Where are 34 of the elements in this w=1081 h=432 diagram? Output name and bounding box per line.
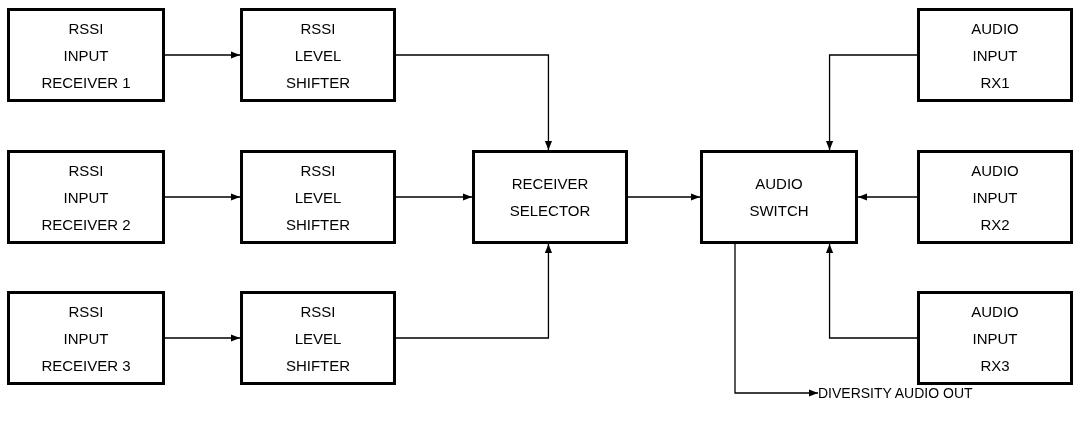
arrow: [627, 193, 701, 201]
box-label: RSSI LEVEL SHIFTER: [285, 160, 351, 235]
process-box: [917, 8, 1073, 102]
box-label: RSSI INPUT RECEIVER 1: [41, 18, 131, 93]
box-label: RSSI LEVEL SHIFTER: [285, 301, 351, 376]
process-box: [7, 291, 165, 385]
box-label: RSSI INPUT RECEIVER 2: [41, 160, 131, 235]
output-label: DIVERSITY AUDIO OUT: [818, 383, 973, 403]
arrow: [164, 334, 241, 342]
box-label: RSSI INPUT RECEIVER 3: [41, 301, 131, 376]
arrow: [395, 193, 473, 201]
arrow: [825, 54, 918, 151]
box-label: AUDIO INPUT RX1: [971, 18, 1019, 93]
process-box: [7, 8, 165, 102]
arrow: [164, 193, 241, 201]
process-box: [240, 150, 396, 244]
arrow: [825, 243, 918, 339]
process-box: [7, 150, 165, 244]
box-label: AUDIO SWITCH: [749, 174, 809, 221]
arrow: [734, 243, 819, 397]
box-label: RSSI LEVEL SHIFTER: [285, 18, 351, 93]
box-label: AUDIO INPUT RX2: [971, 160, 1019, 235]
process-box: [700, 150, 858, 244]
process-box: [917, 150, 1073, 244]
box-label: AUDIO INPUT RX3: [971, 301, 1019, 376]
process-box: [917, 291, 1073, 385]
process-box: [240, 8, 396, 102]
box-label: RECEIVER SELECTOR: [509, 174, 591, 221]
arrow: [857, 193, 918, 201]
arrow: [395, 243, 553, 339]
arrow: [164, 51, 241, 59]
process-box: [472, 150, 628, 244]
process-box: [240, 291, 396, 385]
arrow: [395, 54, 553, 151]
